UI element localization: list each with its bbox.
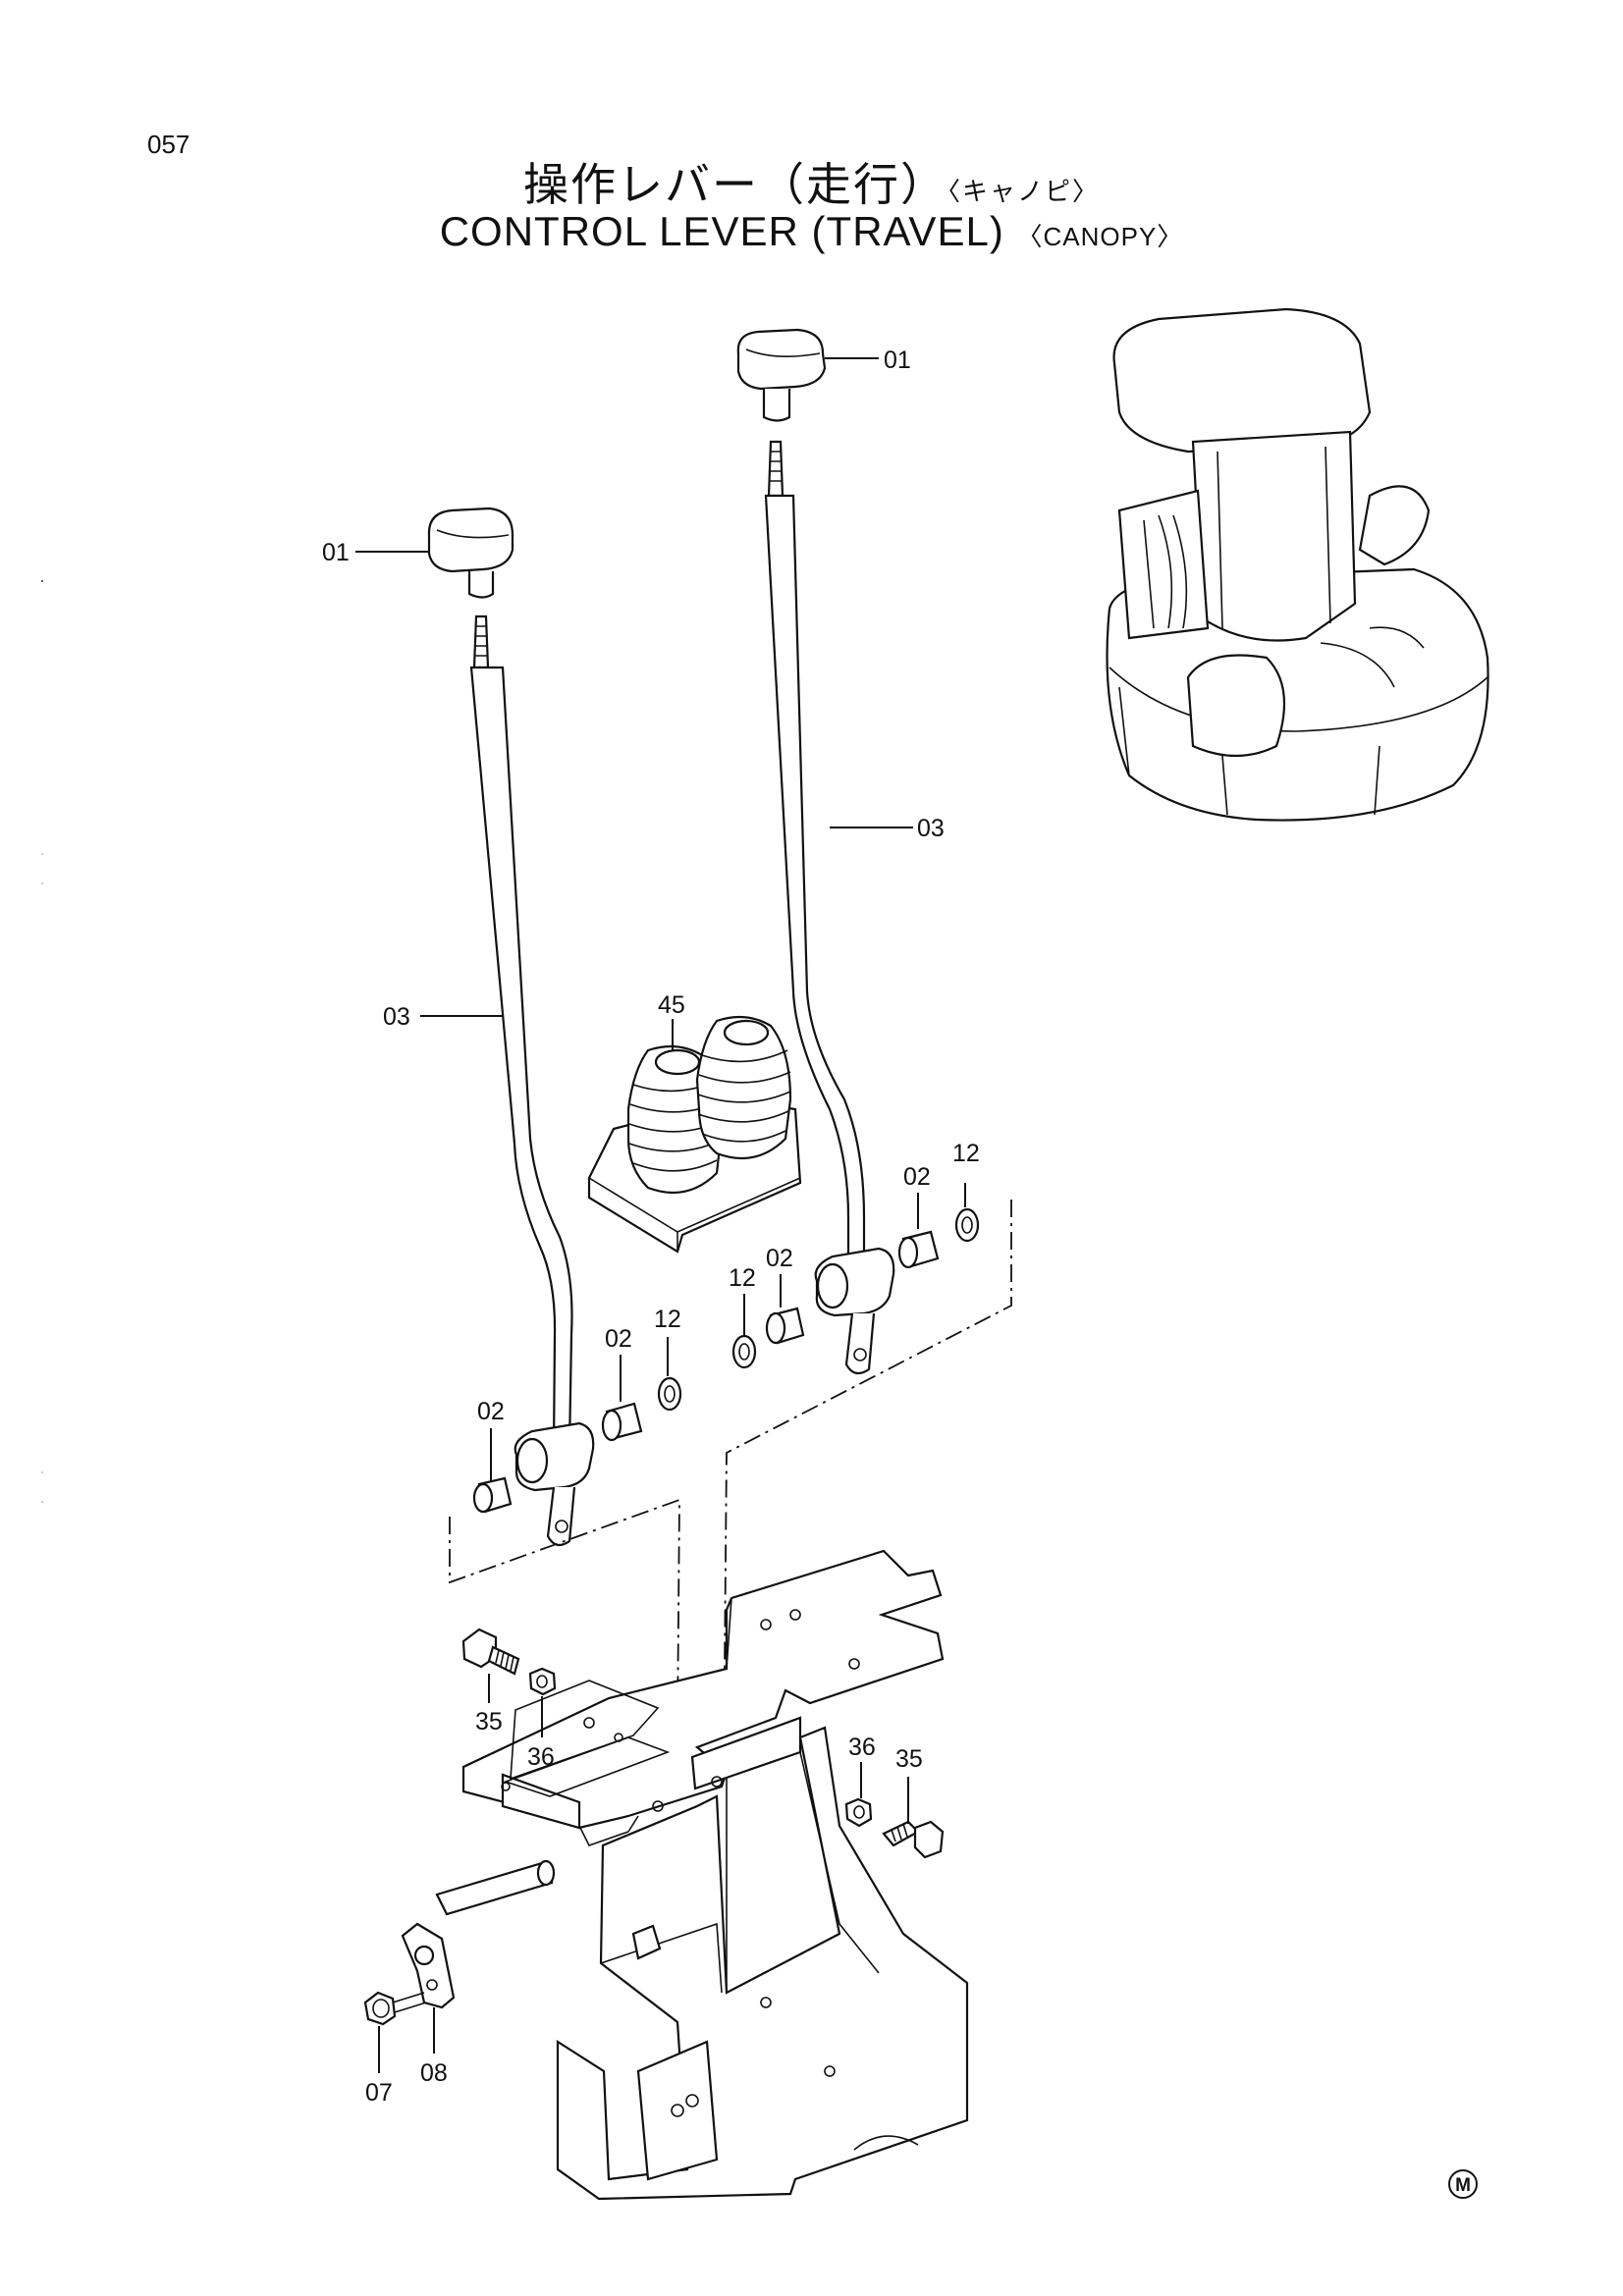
bushing-left-inner [472,1476,513,1514]
callout-boot: 45 [658,991,685,1019]
bushing-left-outer [601,1402,643,1442]
nut-right [844,1797,873,1828]
callout-washer-3: 12 [654,1306,681,1333]
callout-bushing-1: 02 [903,1163,931,1191]
callout-bushing-3: 02 [605,1325,632,1353]
machine-canopy-illustration [1106,307,1489,822]
margin-ticks [41,580,43,1503]
callout-washer-2: 12 [729,1264,756,1292]
knob-right [736,328,827,422]
bolt-right [882,1820,945,1859]
knob-left [427,507,514,599]
circled-m-mark: M [1448,2169,1478,2199]
callout-lever-right: 03 [917,815,945,842]
screw [363,1991,427,2026]
assembly-line-right [724,1200,1012,1670]
bolt-left [461,1628,520,1676]
washer-right-inner [731,1334,757,1369]
bushing-right-inner [765,1307,805,1345]
callout-nut-right: 36 [848,1734,876,1761]
boot-assembly [587,1015,802,1254]
callout-knob-right: 01 [884,347,911,374]
lever-left [469,614,595,1547]
console-frame [461,1549,969,2201]
title-english: CONTROL LEVER (TRAVEL) 〈CANOPY〉 [0,208,1623,255]
title-en-main: CONTROL LEVER (TRAVEL) [439,208,1004,254]
callout-washer-1: 12 [952,1140,980,1167]
nut-left [528,1667,557,1696]
title-jp-main: 操作レバー（走行） [522,158,947,211]
title-japanese: 操作レバー（走行）〈キャノピ〉 [0,149,1623,214]
lever-right [764,440,895,1375]
callout-nut-left: 36 [527,1743,555,1771]
title-en-sub: 〈CANOPY〉 [1016,222,1184,251]
callout-bolt-left: 35 [475,1708,503,1735]
callout-knob-left: 01 [322,539,350,566]
mark-letter: M [1455,2175,1471,2196]
callout-screw: 07 [365,2079,393,2107]
washer-left-outer [657,1376,682,1412]
callout-bolt-right: 35 [895,1745,923,1773]
bushing-right-outer [897,1230,940,1269]
callout-bushing-2: 02 [766,1245,793,1272]
page-number: 057 [147,130,190,159]
callout-bushing-4: 02 [477,1398,505,1425]
title-jp-sub: 〈キャノピ〉 [947,178,1100,207]
pin-bracket [401,1859,556,2009]
assembly-line-left [449,1498,680,1729]
callout-lever-left: 03 [383,1003,410,1031]
callout-bracket: 08 [420,2059,448,2087]
washer-right-outer [954,1207,980,1243]
